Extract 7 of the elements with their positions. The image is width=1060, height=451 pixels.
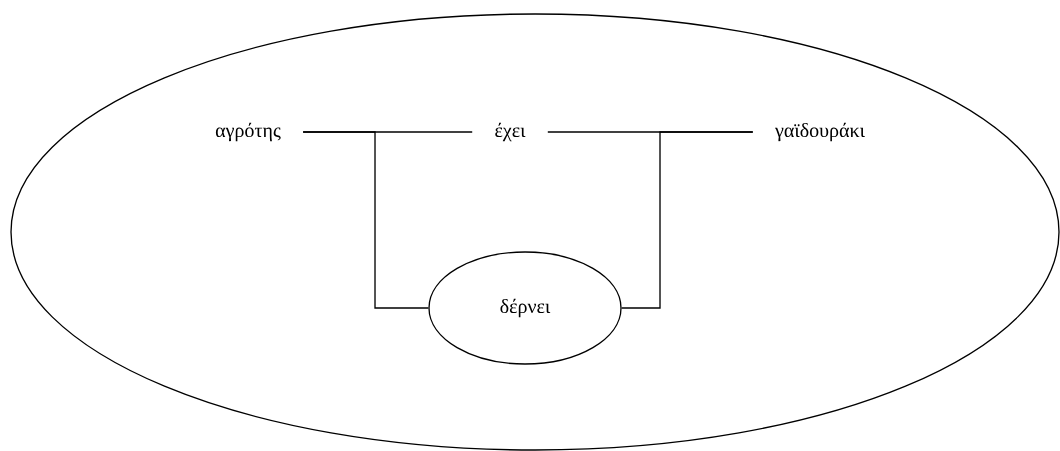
connector-line xyxy=(302,131,429,309)
word-label: γαϊδουράκι xyxy=(775,122,865,142)
oval-node: δέρνει xyxy=(428,251,622,365)
word-label: αγρότης xyxy=(215,122,281,142)
word-label: έχει xyxy=(495,122,526,142)
connector-line xyxy=(621,131,754,309)
oval-boundary xyxy=(10,13,1060,451)
